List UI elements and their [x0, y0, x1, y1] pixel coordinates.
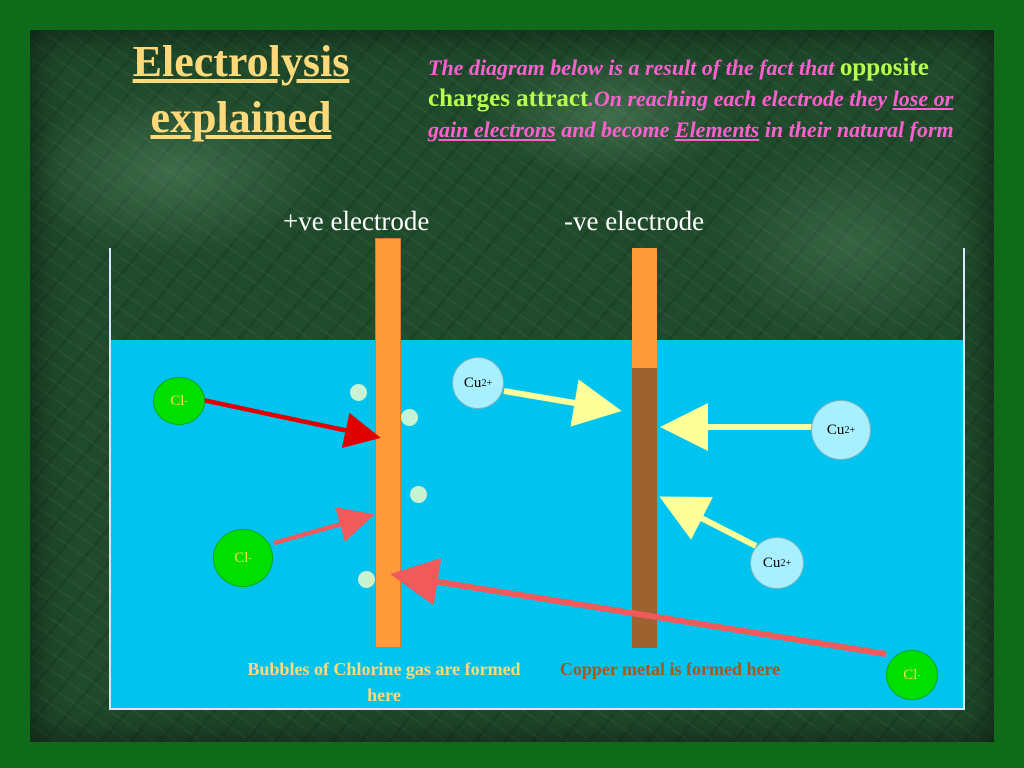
description-part-3: and become [555, 117, 675, 142]
title-line-2: explained [150, 93, 332, 142]
chlorine-bubble [358, 571, 375, 588]
chlorine-bubble [410, 486, 427, 503]
description-part-1: The diagram below is a result of the fac… [428, 55, 840, 80]
title-line-1: Electrolysis [132, 37, 350, 86]
chloride-ion: Cl- [886, 650, 938, 700]
negative-electrode-copper-deposit [632, 368, 657, 648]
slide-title: Electrolysis explained [96, 34, 386, 146]
chloride-arrow [197, 396, 381, 448]
beaker [109, 248, 965, 710]
chlorine-caption: Bubbles of Chlorine gas are formed here [247, 659, 521, 705]
description-text: The diagram below is a result of the fac… [428, 52, 988, 145]
chlorine-bubble [350, 384, 367, 401]
description-underline-elements: Elements [674, 117, 760, 142]
chlorine-bubble [401, 409, 418, 426]
chloride-ion: Cl- [153, 377, 205, 425]
description-part-4: in their natural form [759, 117, 954, 142]
chloride-arrow [273, 507, 375, 546]
description-underline-electrons: lose or gain electrons [428, 86, 954, 142]
chloride-ion: Cl- [213, 529, 273, 587]
copper-caption: Copper metal is formed here [559, 659, 781, 679]
negative-electrode-top [632, 248, 657, 368]
chloride-arrow [390, 558, 887, 657]
description-highlight: opposite charges attract [428, 54, 929, 112]
description-part-2: .On reaching each electrode they [588, 86, 893, 111]
copper-arrow [659, 496, 758, 549]
positive-electrode-label: +ve electrode [283, 206, 430, 236]
negative-electrode-label: -ve electrode [564, 206, 705, 236]
copper-arrow [503, 379, 622, 427]
electrolyte-solution [111, 340, 963, 708]
